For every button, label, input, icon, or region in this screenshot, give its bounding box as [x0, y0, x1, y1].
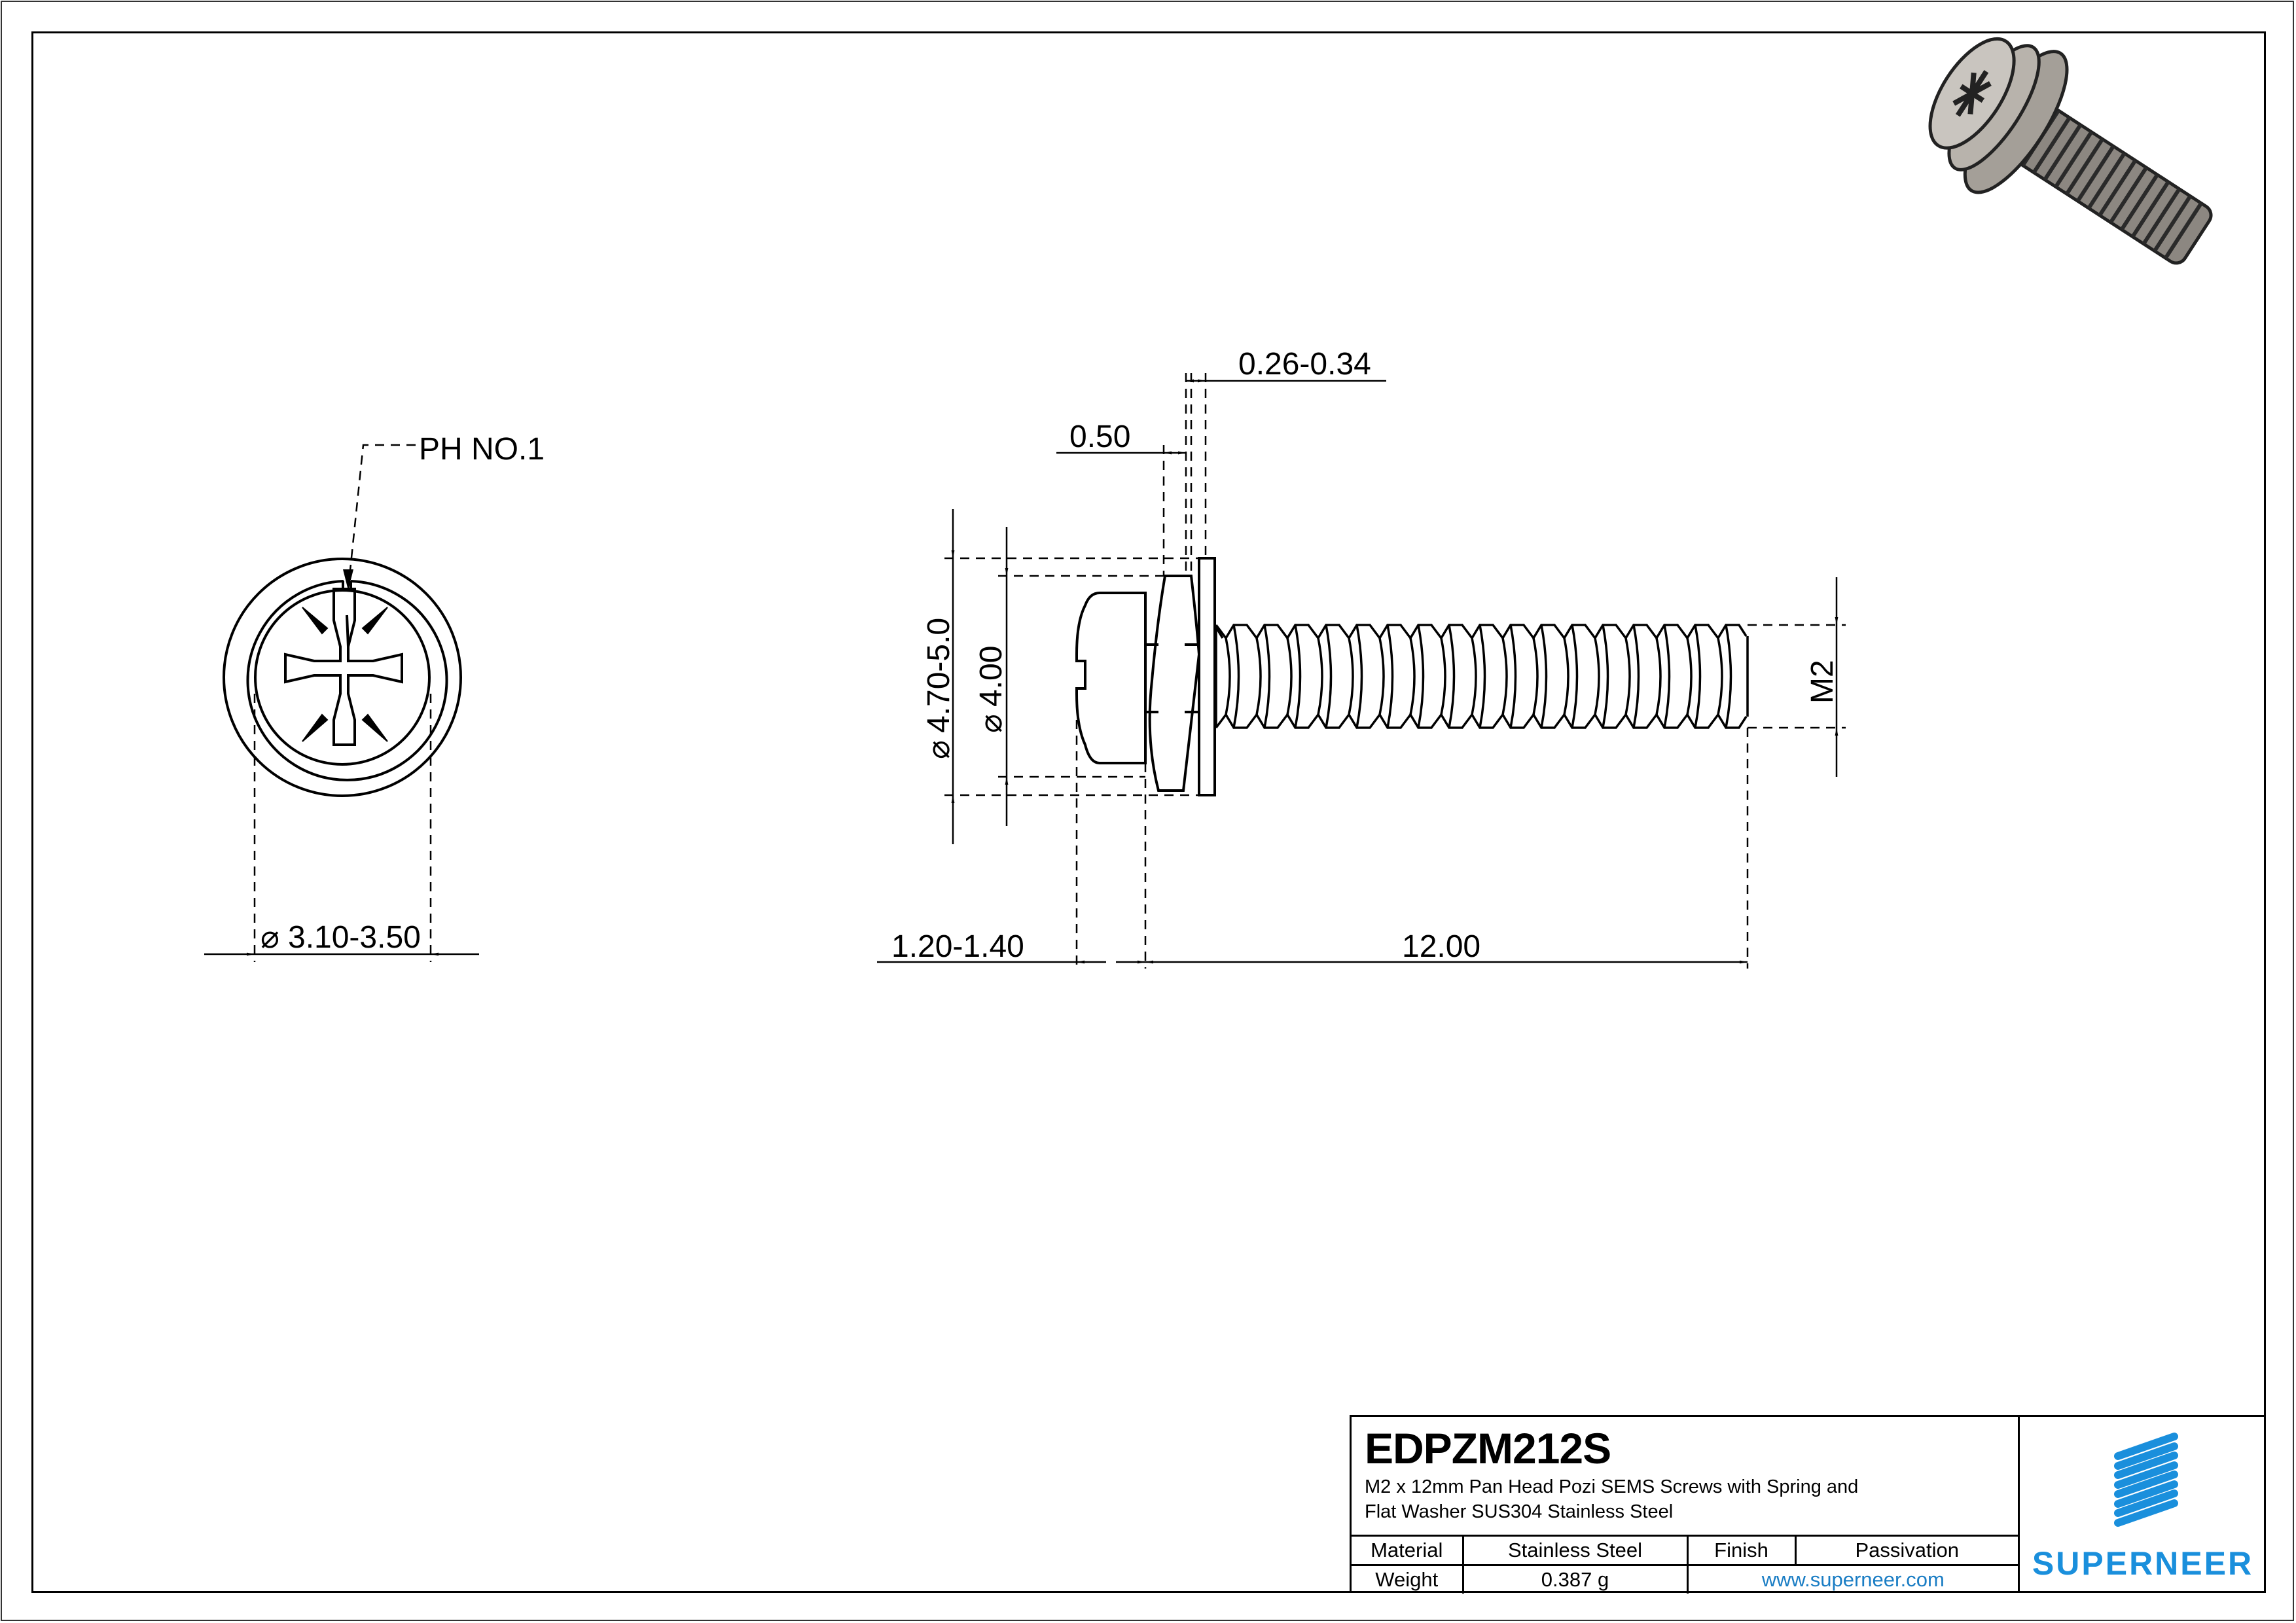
thread-size-dim: M2	[1805, 660, 1840, 704]
thread-profile	[1215, 624, 1749, 729]
part-number: EDPZM212S	[1365, 1424, 1611, 1472]
washer-diameter-dim: 3.10-3.50	[288, 920, 421, 955]
brand-logo: SUPERNEER	[2020, 1417, 2266, 1593]
table-row: Weight 0.387 g www.superneer.com	[1352, 1564, 2018, 1594]
recess-callout-label: PH NO.1	[419, 432, 545, 467]
iso-view-render	[1928, 37, 2213, 265]
head-diameter-dim: 4.00	[974, 646, 1009, 707]
svg-text:⌀: ⌀	[922, 740, 956, 759]
material-value: Stainless Steel	[1463, 1535, 1689, 1565]
website-link[interactable]: www.superneer.com	[1687, 1564, 2018, 1594]
sheet-inner-border	[31, 31, 2266, 1593]
head-height-dim: 1.20-1.40	[891, 929, 1024, 964]
head-outline	[254, 589, 431, 766]
pan-head	[1075, 592, 1147, 764]
title-block: EDPZM212S M2 x 12mm Pan Head Pozi SEMS S…	[1350, 1415, 2266, 1594]
weight-value: 0.387 g	[1463, 1564, 1689, 1594]
material-label: Material	[1352, 1535, 1464, 1565]
weight-label: Weight	[1352, 1564, 1464, 1594]
superneer-stripes-icon	[2114, 1433, 2178, 1527]
properties-table: Material Stainless Steel Finish Passivat…	[1352, 1535, 2018, 1594]
flat-washer	[1198, 557, 1216, 796]
brand-name: SUPERNEER	[2032, 1545, 2254, 1582]
part-description: M2 x 12mm Pan Head Pozi SEMS Screws with…	[1365, 1474, 2006, 1524]
description-line-1: M2 x 12mm Pan Head Pozi SEMS Screws with…	[1365, 1476, 1859, 1497]
svg-text:⌀: ⌀	[974, 714, 1009, 733]
finish-label: Finish	[1687, 1535, 1797, 1565]
description-line-2: Flat Washer SUS304 Stainless Steel	[1365, 1501, 1674, 1522]
flat-washer-outline	[223, 558, 462, 797]
side-view	[1075, 557, 1224, 796]
head-diameter-label: ⌀ 4.00	[974, 646, 1009, 733]
spring-washer-thickness-dim: 0.26-0.34	[1238, 347, 1371, 382]
flat-washer-thickness-dim: 0.50	[1069, 419, 1130, 454]
finish-value: Passivation	[1795, 1535, 2018, 1565]
outer-washer-diameter-dim: 4.70-5.0	[922, 618, 956, 733]
title-block-main: EDPZM212S M2 x 12mm Pan Head Pozi SEMS S…	[1352, 1417, 2020, 1594]
table-row: Material Stainless Steel Finish Passivat…	[1352, 1535, 2018, 1565]
length-dim: 12.00	[1402, 929, 1480, 964]
spring-washer	[1148, 575, 1201, 792]
outer-diameter-label: ⌀ 4.70-5.0	[922, 618, 956, 759]
spring-washer-outline	[246, 580, 448, 781]
top-view	[204, 444, 479, 962]
washer-diameter-symbol: ⌀	[260, 920, 279, 955]
side-view-dimensions	[877, 373, 1846, 969]
pozi-recess	[284, 588, 403, 746]
